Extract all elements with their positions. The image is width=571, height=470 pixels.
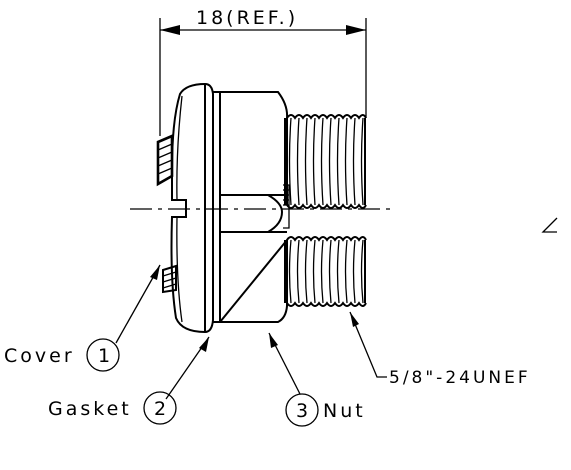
thread-section [284,114,367,307]
callout-label-cover: Cover [4,345,75,367]
angle-mark-fragment [541,217,558,233]
thread-upper-crests [286,114,367,120]
callout-circle-3 [285,393,319,427]
callout-number-1: 1 [98,345,113,367]
callout-gasket: Gasket 2 [48,391,177,425]
thread-lower-lines [288,239,364,304]
callout-number-2: 2 [154,398,169,420]
nut-small-notch [283,184,290,229]
callout-label-gasket: Gasket [48,398,132,420]
leader-thread [349,311,387,378]
thread-lower-bounds [284,240,366,303]
dimension-arrow-right [346,25,366,35]
leader-arrow-nut [269,333,278,348]
callout-number-3: 3 [296,400,311,422]
callout-cover: Cover 1 [4,338,120,372]
cover-latch-upper-hatch [157,143,173,175]
callout-nut: 3 Nut [285,393,366,427]
cover-inner-curve-bottom [176,216,183,323]
leader-arrow-gasket [199,337,209,352]
leader-line-thread [349,311,387,378]
nut-hex-facet [220,194,284,233]
nut-outline [217,91,289,323]
leader-gasket [165,336,210,400]
callout-circle-1 [86,338,120,372]
gasket-outline-outer [204,83,214,333]
dimension-arrow-left [160,25,180,35]
nut-body [217,91,290,323]
cover [156,83,206,333]
callout-label-nut: Nut [323,400,366,422]
thread-upper-roots [286,203,367,209]
dimension-label: 18(REF.) [196,7,298,29]
callout-circle-2 [143,391,177,425]
cover-clip-lower-hatch [162,271,177,289]
leader-nut [268,332,301,395]
leader-arrow-thread [350,312,359,327]
cover-clip-lower [162,264,177,294]
thread-lower-roots [286,301,367,307]
leader-arrow-cover [150,265,160,280]
thread-lower-crests [286,236,367,242]
reference-dimension: 18(REF.) [159,7,367,136]
nut-knurl [283,189,289,206]
gasket [204,83,220,333]
thread-spec-label: 5/8"-24UNEF [389,368,531,388]
thread-upper-lines [288,117,364,206]
cover-latch-upper [156,134,174,187]
leader-cover [115,264,161,344]
cover-inner-curve-top [176,95,183,201]
cover-outline [170,83,206,333]
